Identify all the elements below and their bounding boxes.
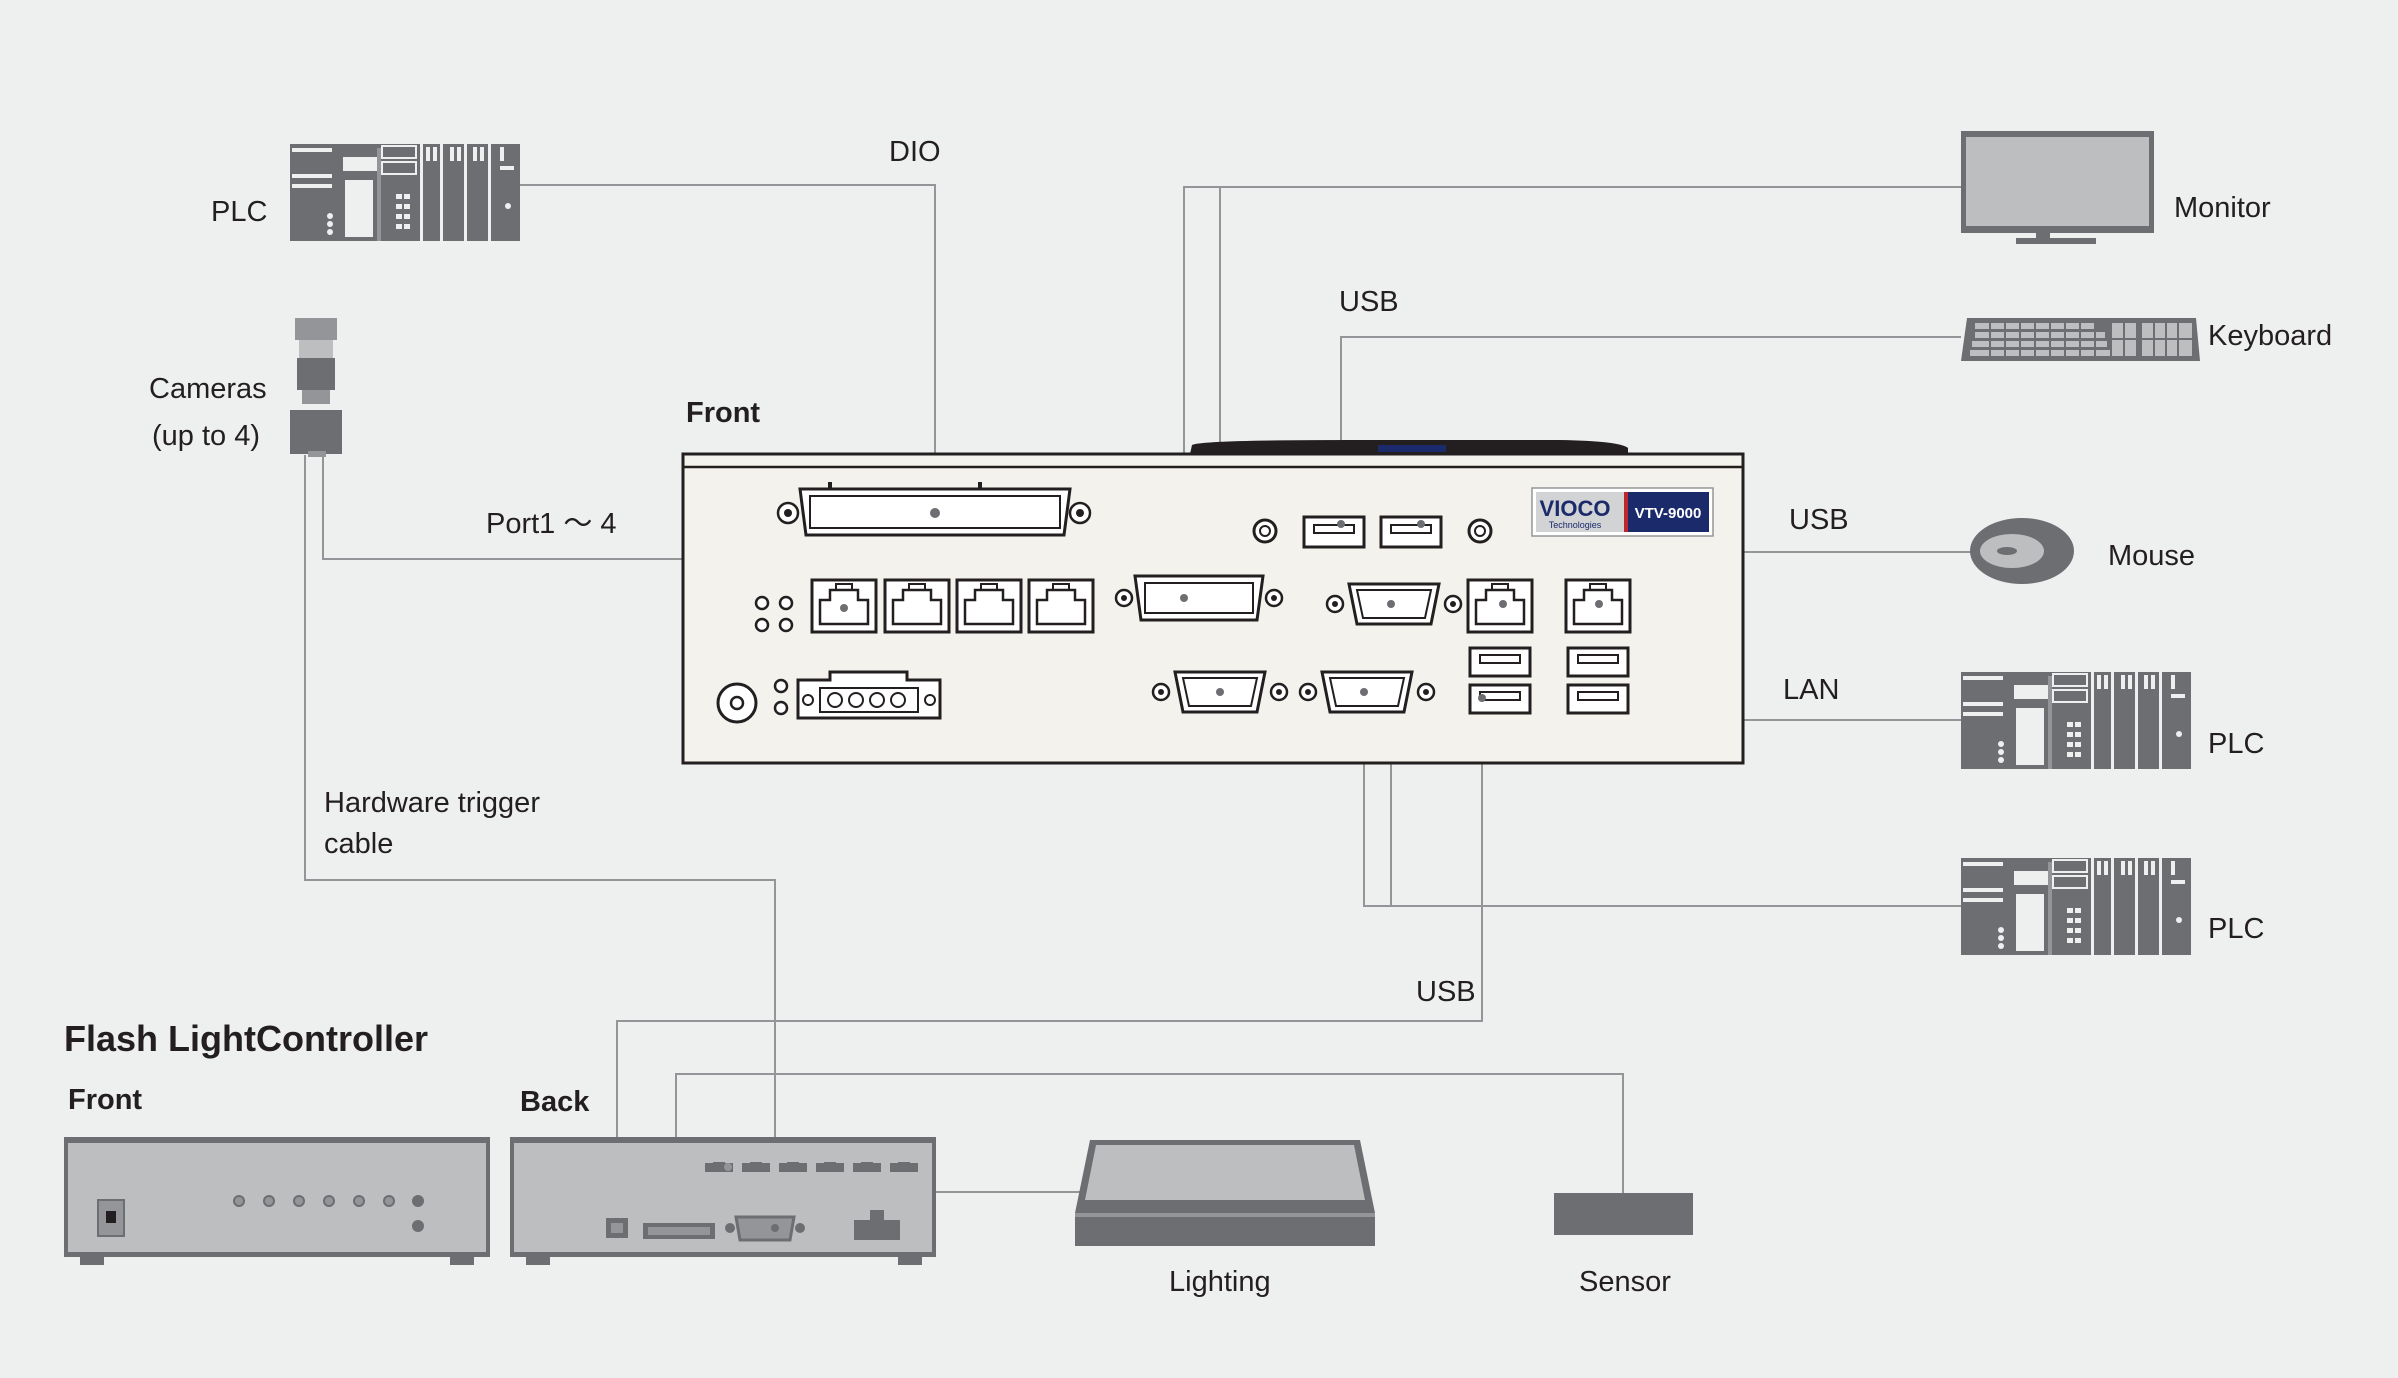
keyboard-icon bbox=[1961, 318, 2200, 361]
dvi-port[interactable] bbox=[1114, 574, 1284, 622]
flash-controller-title: Flash LightController bbox=[64, 1018, 428, 1059]
plc-label-top: PLC bbox=[211, 196, 268, 228]
usb-mouse-label: USB bbox=[1789, 504, 1849, 536]
usb-ports-lower[interactable] bbox=[1468, 646, 1630, 715]
mouse-label: Mouse bbox=[2108, 540, 2196, 572]
mouse-icon bbox=[1970, 518, 2074, 584]
plc-label-right-1: PLC bbox=[2208, 728, 2265, 760]
controller-front-label: Front bbox=[68, 1084, 143, 1116]
plc-label-right-2: PLC bbox=[2208, 913, 2265, 945]
cameras-label: Cameras bbox=[149, 373, 267, 405]
keyboard-label: Keyboard bbox=[2208, 320, 2333, 352]
vtv-9000-front-panel: VIOCO Technologies VTV-9000 bbox=[681, 440, 1745, 765]
usb-port[interactable] bbox=[1302, 515, 1366, 549]
usb-controller-wire bbox=[616, 698, 1483, 1228]
controller-back-panel bbox=[510, 1137, 936, 1265]
lighting-icon bbox=[1075, 1140, 1375, 1246]
lighting-outputs[interactable] bbox=[705, 1162, 918, 1172]
usb-keyboard-label: USB bbox=[1339, 286, 1399, 318]
brand-logo: VIOCO bbox=[1540, 496, 1611, 521]
dio-connector[interactable] bbox=[776, 482, 1092, 537]
usb-port[interactable] bbox=[1379, 515, 1443, 549]
camera-port-2[interactable] bbox=[883, 578, 951, 634]
controller-serial-port[interactable] bbox=[734, 1215, 796, 1242]
monitor-icon bbox=[1961, 131, 2154, 244]
front-label-top: Front bbox=[686, 397, 761, 429]
brand-model: VTV-9000 bbox=[1635, 505, 1702, 522]
brand-logo-sub: Technologies bbox=[1549, 520, 1602, 530]
camera-port-4[interactable] bbox=[1027, 578, 1095, 634]
lan-label: LAN bbox=[1783, 674, 1840, 706]
hw-trigger-label: Hardware trigger bbox=[324, 787, 540, 819]
dio-label: DIO bbox=[889, 136, 941, 168]
plc-icon bbox=[1960, 857, 2192, 956]
usb-bottom-label: USB bbox=[1416, 976, 1476, 1008]
controller-front-panel bbox=[64, 1137, 490, 1265]
status-leds bbox=[754, 595, 794, 633]
power-jack[interactable] bbox=[716, 682, 758, 724]
plc-icon bbox=[1960, 671, 2192, 770]
plc-icon bbox=[289, 143, 521, 242]
terminal-block[interactable] bbox=[796, 670, 942, 720]
lighting-label: Lighting bbox=[1169, 1266, 1271, 1298]
controller-back-label: Back bbox=[520, 1086, 590, 1118]
sensor-icon bbox=[1554, 1193, 1693, 1235]
controller-power-port[interactable] bbox=[854, 1220, 900, 1240]
port-label: Port1 ～ 4 bbox=[486, 508, 617, 540]
hw-trigger-label-2: cable bbox=[324, 828, 394, 860]
monitor-label: Monitor bbox=[2174, 192, 2271, 224]
camera-port-3[interactable] bbox=[955, 578, 1023, 634]
dio-wire bbox=[518, 184, 936, 513]
cameras-sublabel: (up to 4) bbox=[152, 420, 260, 452]
sensor-label: Sensor bbox=[1579, 1266, 1671, 1298]
hw-trigger-wire bbox=[304, 455, 776, 1170]
camera-icon bbox=[290, 318, 342, 457]
indicator-leds bbox=[233, 1195, 395, 1207]
brand-badge: VIOCO Technologies VTV-9000 bbox=[1531, 487, 1714, 537]
